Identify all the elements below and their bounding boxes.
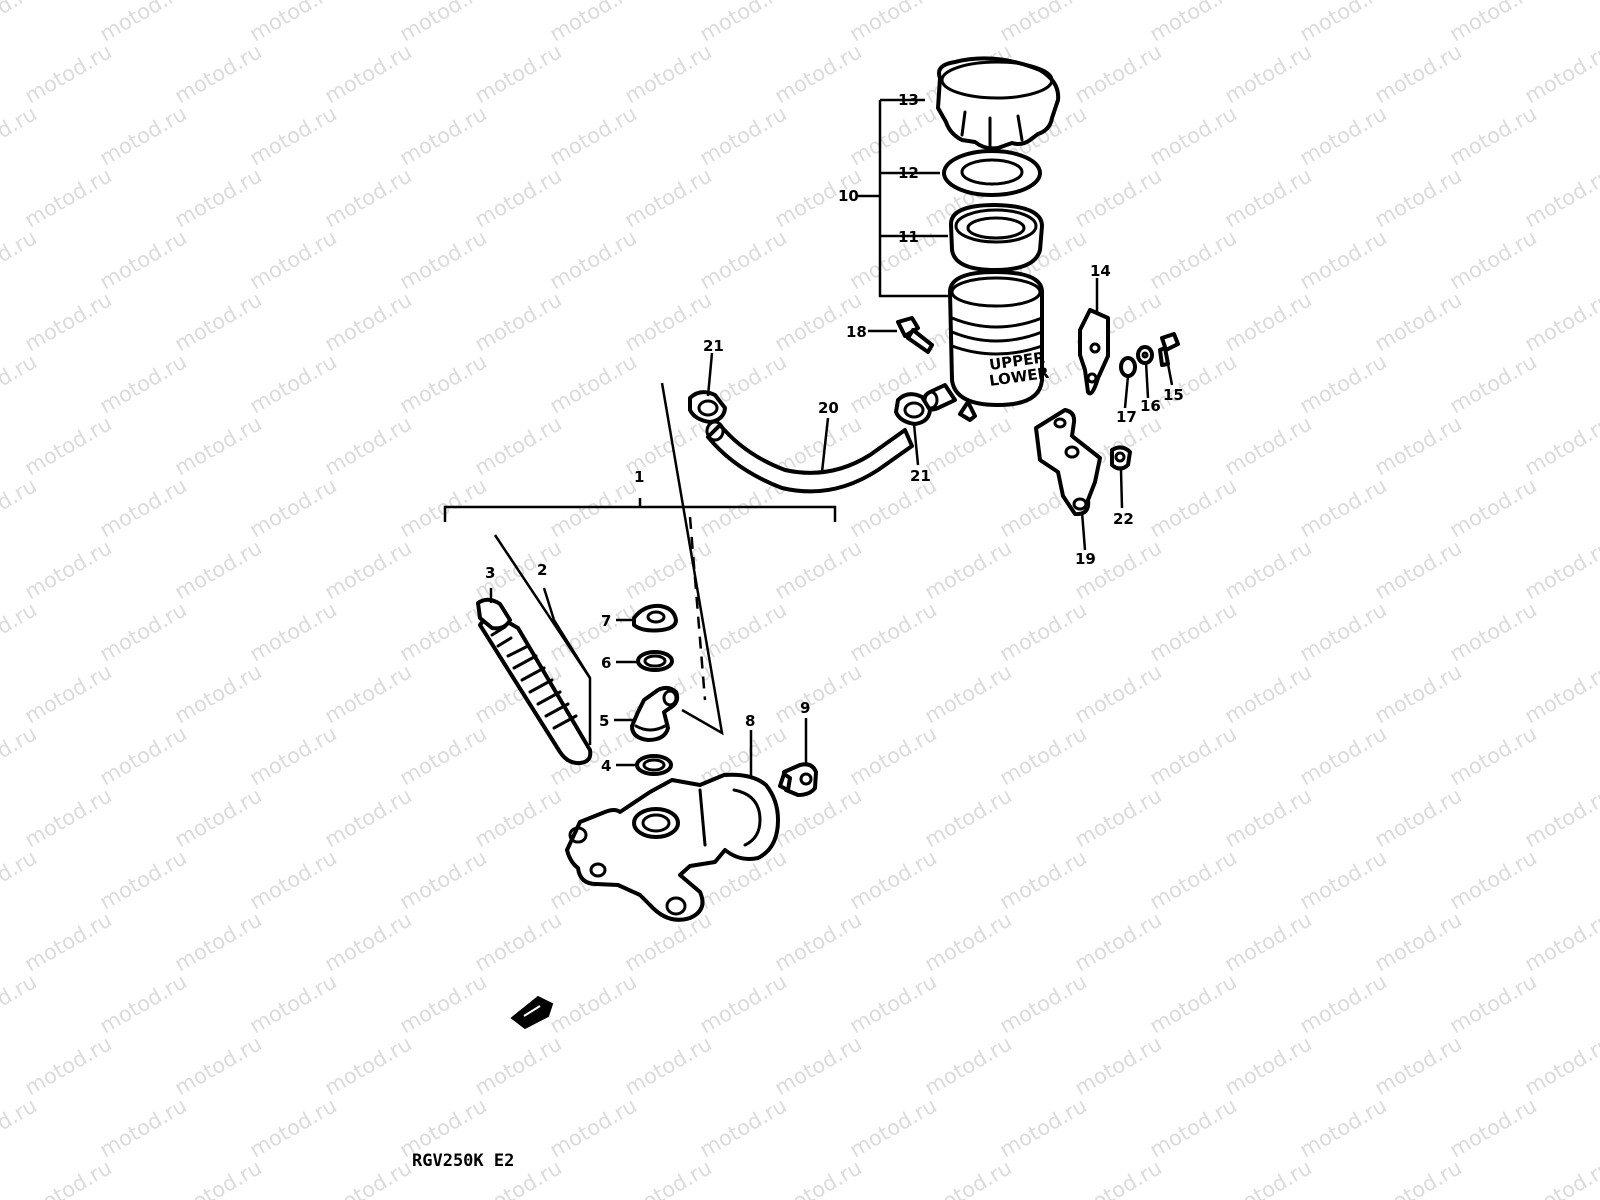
hose-clamp-upper — [894, 392, 932, 426]
callout-numbers: 13 12 10 11 14 18 21 15 16 17 20 21 1 22… — [485, 91, 1184, 775]
callout-6: 6 — [601, 654, 611, 672]
callout-8: 8 — [745, 712, 755, 730]
washer-17 — [1119, 356, 1137, 378]
reservoir-body: UPPER LOWER — [948, 270, 1051, 422]
bracket-lower — [1034, 408, 1102, 517]
diaphragm-plate — [942, 149, 1042, 197]
circlip-6 — [636, 650, 674, 672]
reservoir-cap — [936, 56, 1061, 151]
nut-22 — [1110, 445, 1132, 471]
callout-14: 14 — [1090, 262, 1111, 280]
master-cylinder-body — [565, 772, 780, 922]
o-ring-4 — [635, 754, 673, 776]
washer-16 — [1136, 345, 1154, 365]
callout-10: 10 — [838, 187, 859, 205]
callout-22: 22 — [1113, 510, 1134, 528]
callout-15: 15 — [1163, 386, 1184, 404]
callout-2: 2 — [537, 561, 547, 579]
callout-13: 13 — [898, 91, 919, 109]
callout-17: 17 — [1116, 408, 1137, 426]
callout-4: 4 — [601, 757, 611, 775]
callout-12: 12 — [898, 164, 919, 182]
callout-1: 1 — [634, 468, 644, 486]
callout-18: 18 — [846, 323, 867, 341]
callout-7: 7 — [601, 612, 611, 630]
bolt-15 — [1158, 332, 1180, 367]
callout-3: 3 — [485, 564, 495, 582]
callout-9: 9 — [800, 699, 810, 717]
reservoir-hose — [705, 420, 914, 494]
callout-19: 19 — [1075, 550, 1096, 568]
front-arrow-icon — [510, 995, 554, 1030]
model-code-caption: RGV250K E2 — [412, 1151, 514, 1171]
callout-20: 20 — [818, 399, 839, 417]
hose-clamp-lower — [688, 390, 727, 424]
bolt-9 — [778, 762, 818, 797]
mounting-bolt — [896, 316, 934, 354]
callout-5: 5 — [599, 712, 609, 730]
leader-lines — [443, 98, 1174, 776]
connector-5 — [630, 685, 680, 742]
cap-7 — [632, 603, 678, 633]
callout-16: 16 — [1140, 397, 1161, 415]
piston-spring-assembly — [476, 597, 593, 766]
callout-11: 11 — [898, 228, 919, 246]
diaphragm — [949, 203, 1044, 272]
callout-21a: 21 — [703, 337, 724, 355]
callout-21b: 21 — [910, 467, 931, 485]
bracket-upper — [1078, 308, 1110, 396]
